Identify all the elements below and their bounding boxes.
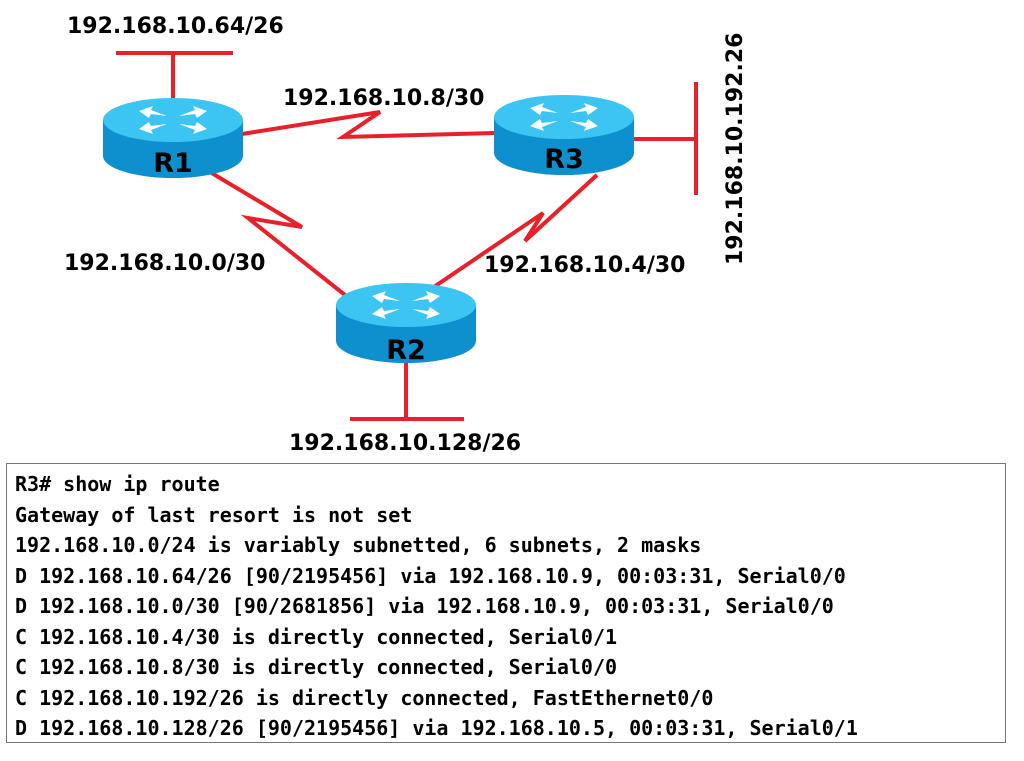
- console-line: D 192.168.10.128/26 [90/2195456] via 192…: [15, 716, 858, 740]
- router-r3-label: R3: [544, 144, 584, 175]
- console-line: Gateway of last resort is not set: [15, 502, 413, 527]
- show-ip-route-output: R3# show ip route Gateway of last resort…: [6, 463, 1006, 743]
- r1-r2-serial-link: [208, 170, 347, 297]
- network-topology-diagram: R1 R3 R2 192.168.10.64/26 192.168.10.8/3…: [64, 14, 748, 456]
- r3-lan-segment: [634, 82, 698, 195]
- r1-r3-link-label: 192.168.10.8/30: [283, 86, 485, 111]
- console-line: 192.168.10.0/24 is variably subnetted, 6…: [15, 533, 702, 557]
- console-line: R3# show ip route: [15, 472, 220, 496]
- console-line: C 192.168.10.4/30 is directly connected,…: [15, 624, 618, 649]
- r3-lan-label: 192.168.10.192.26: [723, 33, 748, 265]
- console-line: C 192.168.10.192/26 is directly connecte…: [15, 685, 714, 710]
- router-r2-label: R2: [386, 335, 426, 366]
- r1-lan-label: 192.168.10.64/26: [67, 14, 284, 39]
- router-r1: R1: [103, 98, 243, 179]
- r2-r3-link-label: 192.168.10.4/30: [484, 253, 686, 278]
- r2-r3-serial-link: [423, 173, 599, 295]
- console-line: C 192.168.10.8/30 is directly connected,…: [15, 655, 618, 679]
- console-line: D 192.168.10.0/30 [90/2681856] via 192.1…: [15, 594, 834, 618]
- router-r3: R3: [494, 95, 634, 175]
- r1-r2-link-label: 192.168.10.0/30: [64, 251, 266, 276]
- router-r2: R2: [336, 283, 476, 366]
- r1-r3-serial-link: [241, 110, 496, 140]
- console-line: D 192.168.10.64/26 [90/2195456] via 192.…: [15, 563, 846, 588]
- router-r1-label: R1: [153, 148, 193, 179]
- r2-lan-label: 192.168.10.128/26: [289, 431, 521, 456]
